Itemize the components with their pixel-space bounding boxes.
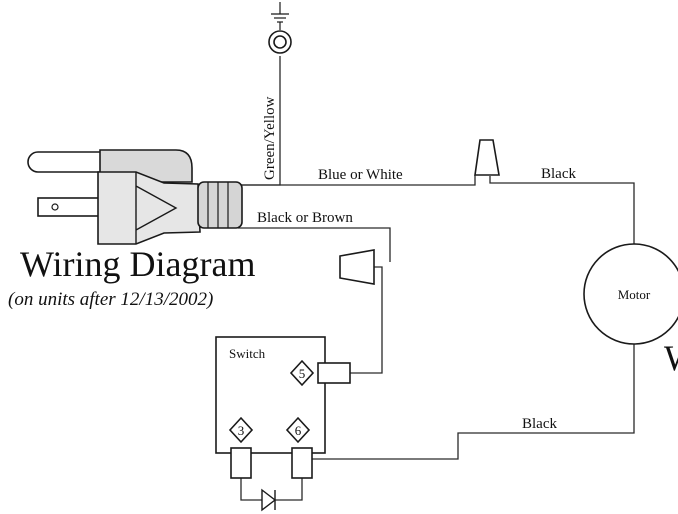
diagram-title: Wiring Diagram bbox=[20, 244, 255, 284]
motor-top-wire-label: Black bbox=[541, 166, 576, 182]
diode-left-wire bbox=[240, 477, 262, 501]
neutral-wire-label: Blue or White bbox=[318, 167, 403, 183]
terminal-3-label: 3 bbox=[238, 423, 245, 438]
terminal-5-label: 5 bbox=[299, 366, 306, 381]
hot-wire-label: Black or Brown bbox=[257, 210, 353, 226]
terminal-6-marker: 6 bbox=[285, 416, 311, 444]
switch-connector-3 bbox=[230, 447, 252, 479]
terminal-5-marker: 5 bbox=[289, 359, 315, 387]
wires bbox=[238, 56, 635, 501]
switch-label: Switch bbox=[229, 346, 266, 361]
motor-label: Motor bbox=[618, 287, 651, 302]
switch-connector-6 bbox=[291, 447, 313, 479]
motor-bottom-wire-label: Black bbox=[522, 416, 557, 432]
wire-nut-left-icon bbox=[339, 249, 375, 285]
ground-wire-label: Green/Yellow bbox=[262, 96, 278, 180]
switch-connector-5 bbox=[317, 362, 351, 384]
ground-icon bbox=[268, 2, 292, 54]
diode-right-wire bbox=[275, 477, 303, 501]
hot-wire bbox=[238, 227, 391, 262]
neutral-wire bbox=[240, 175, 476, 186]
motor-top-wire bbox=[489, 176, 635, 252]
edge-text-fragment: W bbox=[664, 338, 678, 378]
switch-feed-wire bbox=[350, 266, 383, 374]
terminal-3-marker: 3 bbox=[228, 416, 254, 444]
diagram-subtitle: (on units after 12/13/2002) bbox=[8, 289, 213, 310]
motor-bottom-wire bbox=[312, 336, 635, 460]
motor: Motor bbox=[583, 243, 678, 345]
wire-nut-top-icon bbox=[474, 139, 500, 176]
diode-icon bbox=[261, 488, 277, 512]
switch: Switch 5 3 6 bbox=[215, 336, 351, 479]
terminal-6-label: 6 bbox=[295, 423, 302, 438]
power-plug-icon bbox=[27, 149, 243, 245]
